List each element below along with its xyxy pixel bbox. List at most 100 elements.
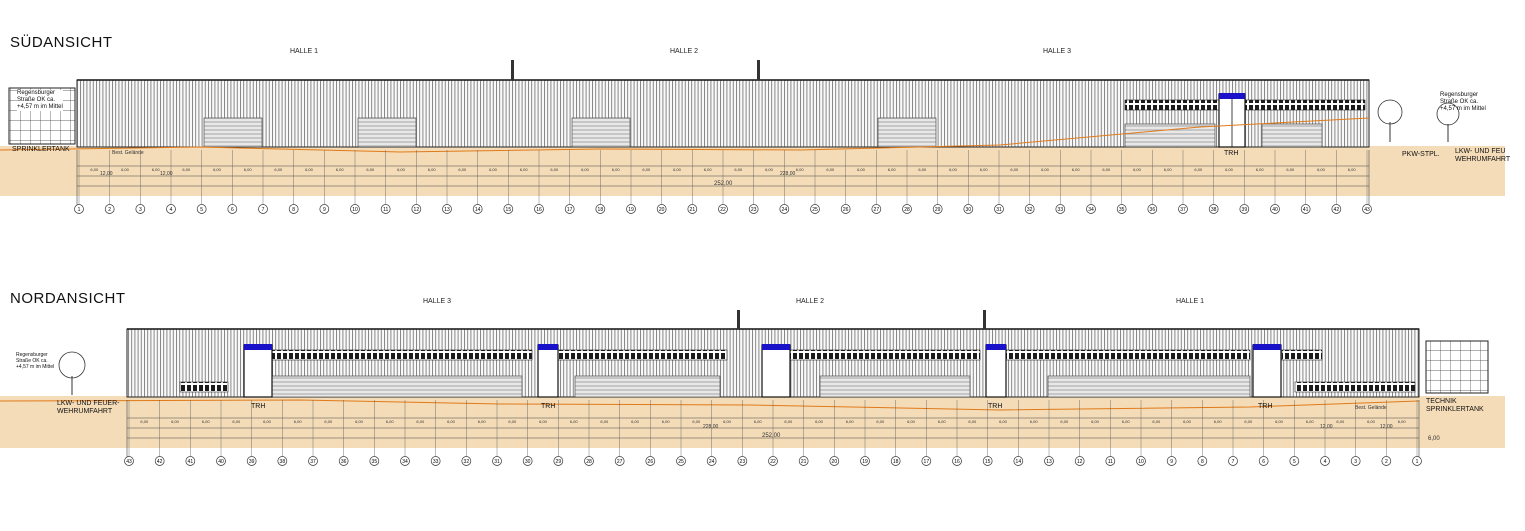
north-axis-label-10: 10 — [1138, 459, 1144, 465]
north-axis-circle-38 — [277, 456, 288, 466]
south-gates — [203, 117, 1323, 148]
north-axis-circle-21 — [798, 456, 809, 466]
north-module-dim-8: 6,00 — [386, 419, 395, 424]
south-axis-label-7: 7 — [262, 207, 265, 213]
south-axis-circle-32 — [1024, 204, 1035, 214]
south-hall-1-label: HALLE 1 — [290, 48, 319, 55]
south-axis-label-14: 14 — [475, 207, 481, 213]
south-axis-circle-10 — [350, 204, 360, 214]
south-axis-label-28: 28 — [904, 207, 910, 213]
south-axis-circle-8 — [288, 204, 299, 214]
south-axis-label-11: 11 — [383, 207, 388, 213]
south-axis-circle-14 — [472, 204, 483, 214]
north-module-dim-38: 6,00 — [1306, 419, 1315, 424]
north-axis-circle-31 — [492, 456, 502, 466]
south-module-dim-37: 6,00 — [1225, 167, 1234, 172]
south-axis-markers: 16,0026,0036,0046,0056,0066,0076,0086,00… — [74, 150, 1372, 214]
south-module-dim-3: 6,00 — [182, 167, 191, 172]
south-module-dim-11: 6,00 — [428, 167, 437, 172]
north-axis-label-18: 18 — [893, 459, 899, 465]
north-axis-circle-17 — [921, 456, 932, 466]
south-module-dim-6: 6,00 — [274, 167, 283, 172]
south-module-dim-24: 6,00 — [826, 167, 835, 172]
north-axis-label-32: 32 — [464, 459, 470, 465]
south-subdim-3: 228,00 — [780, 171, 796, 177]
south-axis-label-29: 29 — [935, 207, 941, 213]
south-module-dim-12: 6,00 — [458, 167, 467, 172]
south-module-dim-8: 6,00 — [336, 167, 345, 172]
north-module-dim-3: 6,00 — [232, 419, 241, 424]
south-axis-label-18: 18 — [598, 207, 604, 213]
north-axis-label-5: 5 — [1293, 459, 1296, 465]
south-axis-circle-4 — [166, 204, 176, 214]
south-module-dim-9: 6,00 — [366, 167, 375, 172]
south-module-dim-18: 6,00 — [642, 167, 651, 172]
north-module-dim-18: 6,00 — [692, 419, 701, 424]
north-axis-circle-4 — [1320, 456, 1330, 466]
south-module-dim-36: 6,00 — [1194, 167, 1203, 172]
north-axis-label-43: 43 — [126, 459, 132, 465]
south-axis-circle-6 — [227, 204, 238, 214]
north-module-dim-33: 6,00 — [1152, 419, 1161, 424]
south-axis-circle-5 — [196, 204, 207, 214]
south-axis-circle-34 — [1086, 204, 1096, 214]
south-axis-label-3: 3 — [139, 207, 142, 213]
south-module-dim-19: 6,00 — [673, 167, 682, 172]
south-sprinkler-label: SPRINKLERTANK — [12, 146, 70, 153]
south-terrain-label: Best. Gelände — [112, 150, 144, 156]
south-axis-circle-3 — [135, 204, 146, 214]
south-axis-circle-35 — [1116, 204, 1127, 214]
south-axis-label-30: 30 — [966, 207, 972, 213]
north-module-dim-13: 6,00 — [539, 419, 548, 424]
north-axis-label-14: 14 — [1016, 459, 1022, 465]
south-axis-circle-29 — [932, 204, 943, 214]
north-module-dim-12: 6,00 — [508, 419, 517, 424]
south-module-dim-32: 6,00 — [1072, 167, 1081, 172]
south-axis-label-24: 24 — [782, 207, 788, 213]
north-trh-label-2: TRH — [541, 403, 556, 410]
south-axis-circle-18 — [595, 204, 606, 214]
north-axis-circle-28 — [584, 456, 594, 466]
north-axis-circle-26 — [645, 456, 656, 466]
north-axis-label-13: 13 — [1046, 459, 1052, 465]
south-axis-label-37: 37 — [1180, 207, 1186, 213]
south-axis-circle-21 — [687, 204, 698, 214]
north-axis-label-4: 4 — [1324, 459, 1327, 465]
north-terrain-label: Best. Gelände — [1355, 405, 1387, 411]
north-module-dim-37: 6,00 — [1275, 419, 1284, 424]
south-axis-circle-20 — [656, 204, 667, 214]
north-axis-circle-37 — [308, 456, 318, 466]
south-axis-label-25: 25 — [812, 207, 818, 213]
south-axis-circle-27 — [871, 204, 882, 214]
north-axis-label-21: 21 — [801, 459, 807, 465]
north-axis-label-15: 15 — [985, 459, 991, 465]
north-tree-icon — [58, 351, 86, 395]
north-module-dim-6: 6,00 — [324, 419, 333, 424]
south-axis-circle-7 — [258, 204, 268, 214]
south-module-dim-7: 6,00 — [305, 167, 314, 172]
north-axis-circle-11 — [1105, 456, 1116, 466]
south-module-dim-10: 6,00 — [397, 167, 406, 172]
south-module-dim-20: 6,00 — [704, 167, 713, 172]
south-module-dim-25: 6,00 — [857, 167, 866, 172]
north-axis-circle-29 — [553, 456, 564, 466]
north-module-dim-41: 6,00 — [1398, 419, 1407, 424]
south-axis-label-26: 26 — [843, 207, 849, 213]
north-axis-label-37: 37 — [310, 459, 316, 465]
north-axis-circle-23 — [737, 456, 748, 466]
north-module-dim-5: 6,00 — [294, 419, 303, 424]
south-axis-circle-12 — [411, 204, 422, 214]
south-axis-circle-11 — [380, 204, 391, 214]
south-axis-circle-22 — [718, 204, 728, 214]
north-axis-label-24: 24 — [709, 459, 715, 465]
north-module-dim-16: 6,00 — [631, 419, 640, 424]
south-axis-circle-33 — [1055, 204, 1066, 214]
north-axis-label-39: 39 — [249, 459, 255, 465]
south-axis-label-23: 23 — [751, 207, 757, 213]
north-module-dim-34: 6,00 — [1183, 419, 1192, 424]
north-axis-label-12: 12 — [1077, 459, 1083, 465]
south-axis-circle-25 — [810, 204, 820, 214]
south-axis-label-17: 17 — [567, 207, 573, 213]
south-module-dim-29: 6,00 — [980, 167, 989, 172]
